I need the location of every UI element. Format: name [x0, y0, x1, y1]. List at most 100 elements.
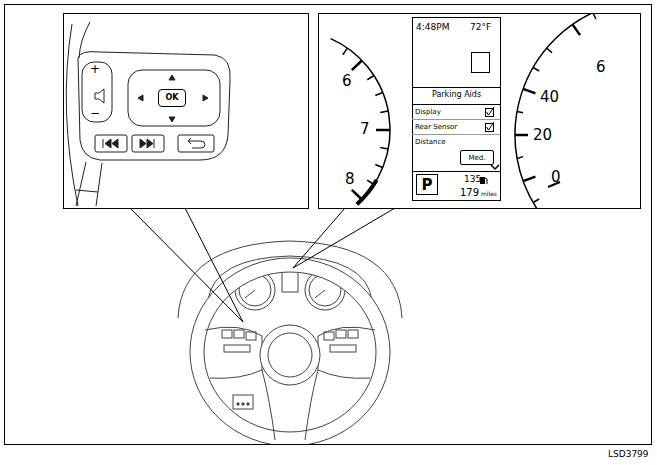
wheel-switch-detail — [154, 139, 155, 148]
steering-wheel — [222, 330, 232, 338]
steering-wheel — [336, 330, 346, 338]
outer-frame — [5, 5, 652, 445]
speedometer — [533, 68, 539, 72]
tachometer — [352, 61, 362, 71]
leader-line — [130, 208, 243, 322]
steering-wheel — [315, 290, 325, 298]
wheel-switch-detail — [66, 24, 78, 206]
callout-inset — [64, 14, 309, 209]
ok-button: OK — [158, 89, 186, 107]
menu-title: Parking Aids — [412, 91, 501, 99]
steering-wheel — [318, 327, 375, 378]
wheel-switch-detail — [188, 138, 205, 148]
speedometer — [515, 134, 528, 137]
display-panel — [412, 18, 501, 201]
unit-text: miles — [481, 191, 497, 197]
gear-indicator: P — [416, 174, 438, 195]
speedometer — [517, 112, 523, 113]
steering-wheel — [324, 332, 334, 340]
speedometer — [515, 14, 604, 208]
steering-wheel — [178, 241, 402, 444]
tachometer — [376, 129, 390, 132]
gauge-number: 0 — [551, 170, 561, 185]
wheel-switch-detail — [76, 162, 102, 206]
odometer-value: 179 — [460, 188, 479, 198]
wheel-switch-detail — [105, 139, 118, 148]
speedometer — [547, 48, 552, 53]
steering-wheel — [190, 258, 390, 444]
steering-wheel — [234, 330, 244, 338]
wheel-switch-detail — [82, 62, 112, 122]
wheel-switch-detail — [66, 22, 230, 206]
menu-button: Med. — [460, 150, 494, 165]
callout-inset — [64, 14, 641, 209]
speedometer — [523, 177, 535, 182]
gauge-number: 6 — [596, 60, 606, 75]
gauge-number: 8 — [345, 172, 355, 187]
tachometer — [380, 111, 388, 113]
steering-wheel — [246, 332, 256, 340]
wheel-switch-detail — [203, 95, 208, 101]
outer-frame — [5, 5, 652, 445]
switch-symbol: − — [90, 107, 100, 119]
gauge-number: 7 — [360, 122, 370, 137]
steering-wheel — [330, 345, 356, 352]
figure-code: LSD3799 — [608, 450, 649, 459]
tachometer — [367, 180, 374, 184]
display-panel — [472, 53, 490, 73]
speedometer — [515, 14, 604, 208]
gauge-number: 20 — [533, 128, 552, 143]
menu-item: Distance — [415, 139, 446, 146]
speedometer — [517, 14, 596, 203]
steering-wheel — [224, 345, 250, 352]
display-panel — [412, 87, 500, 88]
wheel-switch-detail — [169, 75, 175, 80]
leader-line — [293, 208, 395, 268]
leader-line — [185, 208, 243, 322]
wheel-switch-detail — [103, 139, 104, 148]
display-panel — [487, 107, 495, 115]
gear-text: P — [417, 177, 437, 192]
tachometer — [380, 148, 388, 150]
speedometer — [593, 14, 596, 19]
steering-wheel — [348, 330, 358, 338]
steering-wheel — [233, 395, 253, 409]
speedometer — [517, 157, 523, 159]
display-panel — [412, 104, 500, 105]
tachometer — [331, 39, 390, 205]
wheel-switch-detail — [128, 70, 220, 126]
steering-wheel — [247, 403, 249, 405]
tachometer — [367, 76, 374, 80]
speedometer — [533, 199, 539, 203]
wheel-switch-detail — [95, 89, 104, 103]
steering-wheel — [262, 370, 318, 440]
steering-wheel — [237, 403, 239, 405]
gauge-number: 6 — [342, 74, 352, 89]
tachometer — [343, 48, 388, 184]
display-panel — [412, 171, 500, 172]
clock-text: 4:48PM — [416, 23, 449, 32]
speedometer — [573, 24, 581, 35]
display-panel — [413, 18, 501, 201]
steering-wheel — [205, 327, 262, 378]
button-text: OK — [159, 94, 185, 102]
display-panel — [485, 178, 487, 184]
tachometer — [331, 39, 390, 205]
wheel-switch-detail — [95, 135, 127, 152]
tachometer — [343, 48, 348, 55]
display-panel — [412, 119, 500, 120]
steering-wheel — [282, 270, 298, 292]
tachometer — [375, 93, 382, 96]
wheel-switch-detail — [132, 135, 164, 152]
leader-line — [293, 208, 345, 268]
switch-symbol: + — [90, 63, 100, 75]
menu-item: Rear Sensor — [415, 124, 457, 131]
speedometer — [523, 89, 535, 94]
steering-wheel — [245, 290, 255, 298]
display-panel — [491, 165, 499, 169]
steering-wheel — [242, 403, 244, 405]
callout-inset — [319, 14, 641, 209]
menu-item: Display — [415, 109, 441, 116]
gauge-number: 40 — [540, 90, 559, 105]
